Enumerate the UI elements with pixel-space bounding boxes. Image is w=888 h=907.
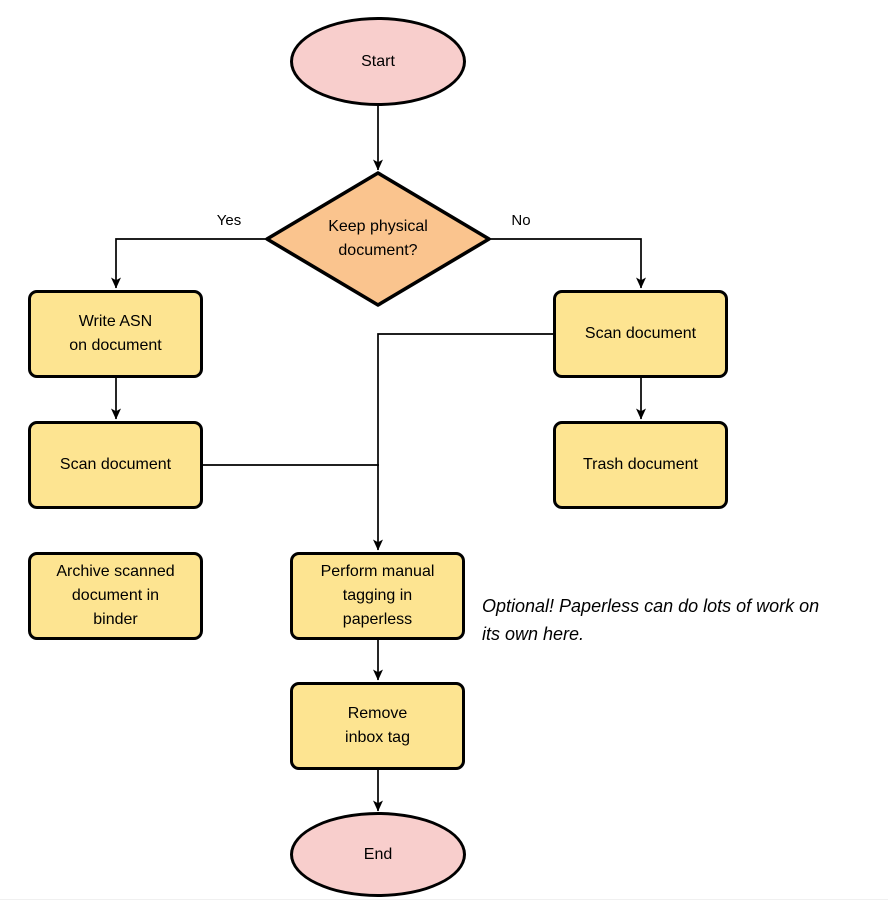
node-decision-label: Keep physical document? bbox=[328, 218, 428, 259]
node-scan-document-right-label: Scan document bbox=[584, 325, 697, 342]
node-trash-document-label: Trash document bbox=[582, 456, 698, 473]
node-remove-inbox-tag-label: Remove inbox tag bbox=[345, 705, 410, 746]
node-scan-document-left: Scan document bbox=[28, 421, 203, 509]
node-scan-document-left-label: Scan document bbox=[59, 456, 172, 473]
node-trash-document: Trash document bbox=[553, 421, 728, 509]
node-end: End bbox=[290, 812, 466, 897]
node-start-label: Start bbox=[361, 52, 395, 70]
node-start: Start bbox=[290, 17, 466, 106]
edge-scan-right-to-perform bbox=[373, 333, 553, 551]
node-end-label: End bbox=[363, 845, 393, 863]
node-perform-tagging-label: Perform manual tagging in paperless bbox=[320, 563, 435, 628]
edge-decision-to-scan-right bbox=[490, 238, 646, 289]
node-remove-inbox-tag: Remove inbox tag bbox=[290, 682, 465, 770]
decision-diamond-shape bbox=[265, 171, 491, 307]
node-archive-binder-label: Archive scanned document in binder bbox=[56, 563, 175, 628]
edge-label-yes: Yes bbox=[216, 212, 242, 229]
edge-label-no: No bbox=[511, 212, 531, 229]
node-archive-binder: Archive scanned document in binder bbox=[28, 552, 203, 640]
node-perform-tagging: Perform manual tagging in paperless bbox=[290, 552, 465, 640]
node-write-asn: Write ASN on document bbox=[28, 290, 203, 378]
node-scan-document-right: Scan document bbox=[553, 290, 728, 378]
optional-note: Optional! Paperless can do lots of work … bbox=[482, 596, 820, 644]
edge-decision-to-write-asn bbox=[111, 238, 266, 289]
node-write-asn-label: Write ASN on document bbox=[69, 313, 162, 354]
bottom-divider bbox=[0, 899, 888, 900]
